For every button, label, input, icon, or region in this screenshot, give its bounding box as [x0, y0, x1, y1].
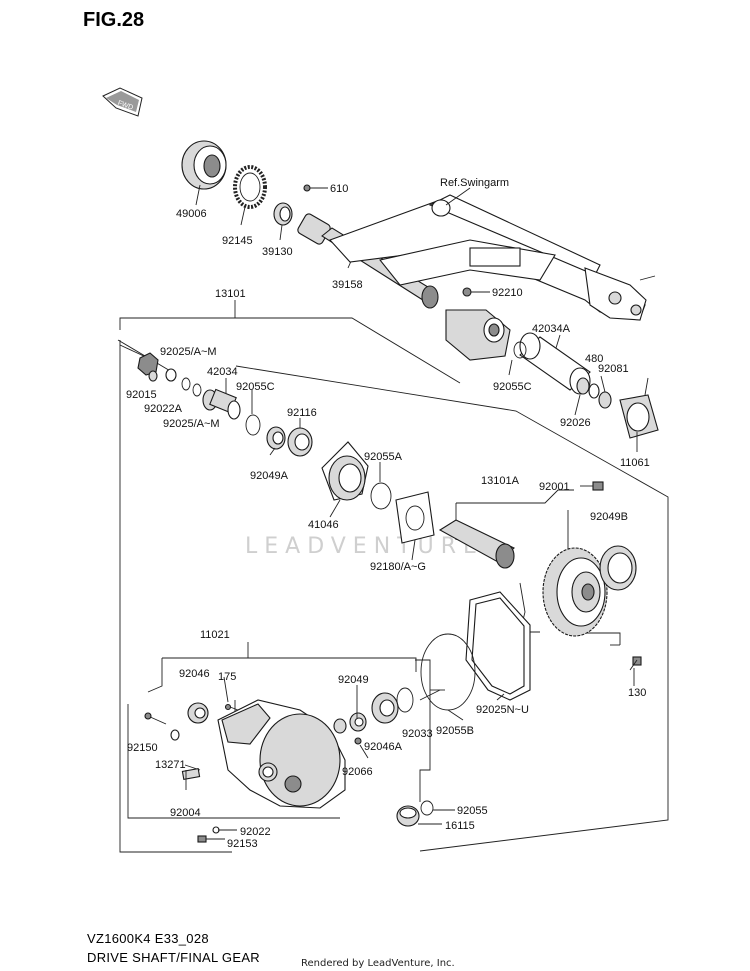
label-92055a: 92055A [364, 451, 403, 463]
label-92026: 92026 [560, 417, 591, 429]
ring-part [233, 165, 267, 226]
leader-lines [185, 359, 638, 840]
label-92022: 92022 [240, 826, 271, 838]
boot-part [181, 140, 227, 206]
small-parts-right [576, 377, 659, 439]
bearing-92049b-part [599, 545, 637, 591]
case-11021-part [217, 699, 346, 809]
gasket-92025nu-part [465, 591, 531, 701]
part-labels: 49006 92145 39130 610 Ref.Swingarm 39158… [126, 177, 650, 850]
housing-neck-part [445, 309, 511, 361]
label-92180ag: 92180/A~G [370, 561, 426, 573]
label-42034: 42034 [207, 366, 238, 378]
oring-92055b-part [420, 633, 476, 711]
oring-92055c-part [245, 414, 261, 436]
label-39158: 39158 [332, 279, 363, 291]
bolt-92210-part [462, 287, 490, 297]
label-92055c-2: 92055C [493, 381, 532, 393]
label-92145: 92145 [222, 235, 253, 247]
label-92025am-1: 92025/A~M [160, 346, 217, 358]
label-92025am-2: 92025/A~M [163, 418, 220, 430]
bolt-92153-part [197, 835, 207, 843]
plug-16115-part [396, 800, 434, 827]
bearing-92046-part [187, 702, 209, 724]
credit-text: Rendered by LeadVenture, Inc. [301, 958, 455, 969]
washer-13271-part [170, 729, 180, 741]
bracket-13101 [119, 317, 461, 384]
oring-92055a-part [370, 482, 392, 510]
ring-92025-part [181, 377, 202, 397]
label-92150: 92150 [127, 742, 158, 754]
figure-title: FIG.28 [83, 9, 144, 31]
label-11061: 11061 [620, 457, 650, 469]
label-92046a: 92046A [364, 741, 403, 753]
label-39130: 39130 [262, 246, 293, 258]
label-92116: 92116 [287, 407, 317, 419]
washer-92015-part [148, 370, 158, 382]
label-92001: 92001 [539, 481, 570, 493]
circlip-92033-part [396, 687, 414, 713]
label-480: 480 [585, 353, 603, 365]
diagram-caption: DRIVE SHAFT/FINAL GEAR [87, 950, 260, 965]
label-175: 175 [218, 671, 236, 683]
label-92210: 92210 [492, 287, 523, 299]
label-92015: 92015 [126, 389, 157, 401]
label-92049b: 92049B [590, 511, 628, 523]
washer-92022a-part [165, 368, 177, 382]
ring-92066-part [354, 737, 362, 745]
label-ref-swingarm: Ref.Swingarm [440, 177, 509, 189]
label-92022a: 92022A [144, 403, 183, 415]
pin-175-part [224, 703, 239, 711]
label-610: 610 [330, 183, 348, 195]
bearing-92049-part [371, 692, 399, 724]
model-code: VZ1600K4 E33_028 [87, 931, 209, 946]
stud-92004-part [181, 764, 201, 780]
label-11021: 11021 [200, 629, 230, 641]
label-92004: 92004 [170, 807, 201, 819]
label-92055c-1: 92055C [236, 381, 275, 393]
label-13101: 13101 [215, 288, 246, 300]
label-49006: 49006 [176, 208, 207, 220]
label-130: 130 [628, 687, 646, 699]
bearing-92049a-part [266, 426, 286, 450]
label-92153: 92153 [227, 838, 258, 850]
label-92049: 92049 [338, 674, 369, 686]
bolt-part [303, 184, 328, 192]
label-13271: 13271 [155, 759, 186, 771]
bolt-92001-part [592, 481, 604, 491]
housing-41046-part [321, 441, 369, 501]
label-42034a: 42034A [532, 323, 571, 335]
fwd-arrow-icon: FWD [102, 87, 143, 117]
label-41046: 41046 [308, 519, 339, 531]
label-92066: 92066 [342, 766, 373, 778]
label-13101a: 13101A [481, 475, 520, 487]
swingarm-part [329, 187, 656, 321]
label-92055: 92055 [457, 805, 488, 817]
label-92033: 92033 [402, 728, 433, 740]
label-92049a: 92049A [250, 470, 289, 482]
label-16115: 16115 [445, 820, 475, 832]
bolt-130-part [629, 656, 642, 671]
ring-gear-part [542, 547, 608, 637]
watermark: LEADVENTURE [245, 534, 484, 559]
label-92025nu: 92025N~U [476, 704, 529, 716]
collar-part [273, 202, 293, 241]
bolt-92150-part [144, 712, 167, 725]
label-92046: 92046 [179, 668, 210, 680]
label-92081: 92081 [598, 363, 629, 375]
pinion-shaft-13101a-part [438, 519, 515, 569]
gasket-92180-part [395, 491, 435, 544]
bearing-92046a-part [333, 712, 367, 734]
bearing-92116-part [287, 427, 313, 457]
label-92055b: 92055B [436, 725, 474, 737]
pinion-42034-part [202, 388, 241, 420]
